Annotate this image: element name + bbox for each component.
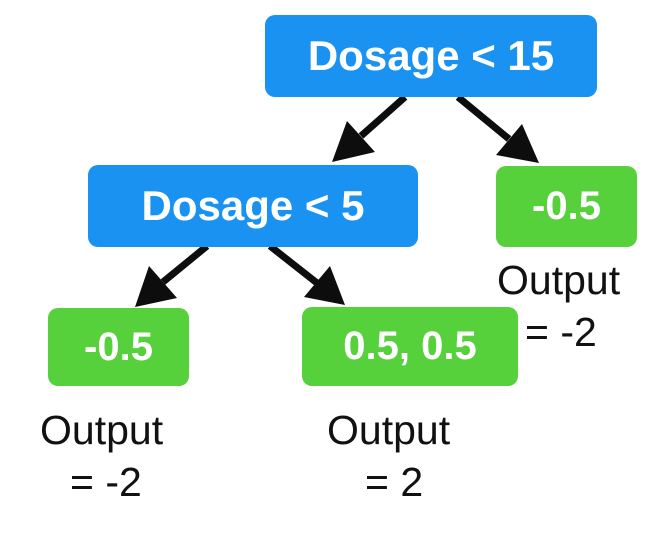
left-right-leaf-node: 0.5, 0.5 bbox=[302, 307, 518, 386]
right-leaf-output-line2: = -2 bbox=[525, 309, 597, 355]
left-left-leaf-output-line2: = -2 bbox=[70, 459, 142, 505]
left-right-leaf-output-line2: = 2 bbox=[365, 459, 424, 505]
left-left-leaf-output-line1: Output bbox=[40, 407, 164, 453]
edge-left-split-to-right-leaf bbox=[267, 243, 320, 286]
left-left-leaf-output: Output = -2 bbox=[40, 404, 163, 508]
edge-root-to-left-split bbox=[358, 94, 408, 139]
right-leaf-label: -0.5 bbox=[532, 184, 601, 228]
arrowhead-root-to-right-leaf bbox=[496, 124, 539, 163]
edge-left-split-to-left-leaf bbox=[160, 243, 210, 285]
edge-root-to-right-leaf bbox=[455, 94, 512, 142]
root-decision-node: Dosage < 15 bbox=[265, 15, 597, 97]
arrowhead-left-split-to-left-leaf bbox=[135, 266, 177, 307]
left-right-leaf-output-line1: Output bbox=[327, 407, 451, 453]
right-leaf-output-line1: Output bbox=[497, 257, 621, 303]
root-decision-label: Dosage < 15 bbox=[307, 32, 555, 79]
left-right-leaf-output: Output = 2 bbox=[327, 404, 450, 508]
left-decision-label: Dosage < 5 bbox=[141, 182, 365, 229]
left-decision-node: Dosage < 5 bbox=[88, 165, 418, 247]
arrowhead-root-to-left-split bbox=[332, 121, 375, 162]
left-right-leaf-label: 0.5, 0.5 bbox=[343, 324, 477, 368]
left-left-leaf-node: -0.5 bbox=[48, 308, 189, 386]
right-leaf-output: Output = -2 bbox=[497, 254, 620, 358]
left-left-leaf-label: -0.5 bbox=[84, 324, 153, 369]
right-leaf-node: -0.5 bbox=[496, 166, 637, 247]
arrowhead-left-split-to-right-leaf bbox=[304, 266, 345, 305]
